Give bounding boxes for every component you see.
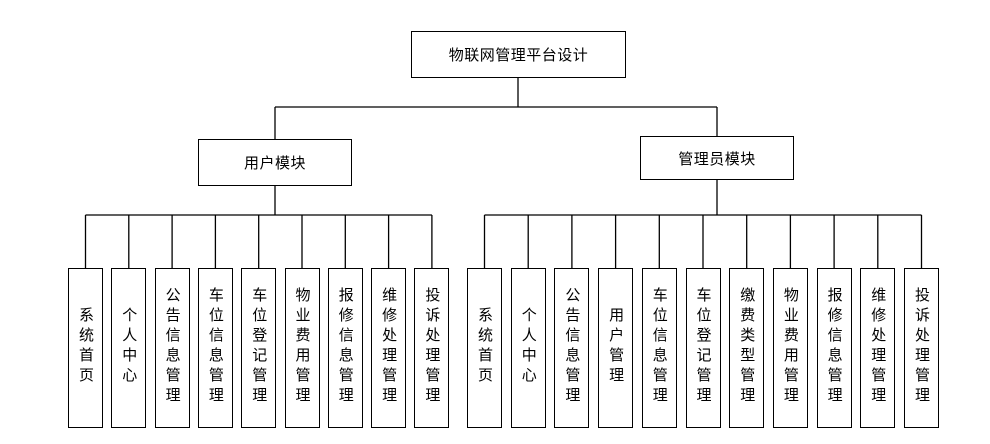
item-label: 用户管理 — [607, 307, 626, 387]
item-label: 投诉处理管理 — [913, 287, 931, 407]
root-node: 物联网管理平台设计 — [411, 31, 626, 78]
user-module-node: 用户模块 — [198, 139, 352, 186]
admin-item-node: 公告信息管理 — [554, 268, 590, 428]
user-item-node: 车位信息管理 — [197, 268, 233, 428]
item-label: 车位信息管理 — [650, 287, 669, 407]
item-label: 车位登记管理 — [250, 287, 269, 407]
user-item-node: 系统首页 — [68, 268, 103, 428]
admin-item-node: 物业费用管理 — [772, 268, 808, 428]
admin-module-node: 管理员模块 — [640, 136, 794, 180]
item-label: 缴费类型管理 — [738, 287, 757, 407]
admin-item-node: 缴费类型管理 — [729, 268, 765, 428]
root-label: 物联网管理平台设计 — [448, 46, 589, 64]
admin-item-node: 报修信息管理 — [816, 268, 852, 428]
item-label: 维修处理管理 — [869, 287, 888, 407]
item-label: 车位信息管理 — [206, 287, 225, 407]
user-item-node: 个人中心 — [111, 268, 147, 428]
item-label: 公告信息管理 — [563, 287, 582, 407]
user-item-node: 公告信息管理 — [154, 268, 190, 428]
admin-item-node: 个人中心 — [510, 268, 546, 428]
user-module-label: 用户模块 — [243, 154, 306, 172]
item-label: 个人中心 — [120, 307, 139, 387]
item-label: 公告信息管理 — [163, 287, 182, 407]
item-label: 个人中心 — [519, 307, 538, 387]
admin-item-node: 用户管理 — [598, 268, 634, 428]
user-item-node: 投诉处理管理 — [414, 268, 450, 428]
admin-item-node: 系统首页 — [467, 268, 502, 428]
admin-module-label: 管理员模块 — [678, 149, 756, 168]
item-label: 物业费用管理 — [293, 287, 312, 407]
item-label: 系统首页 — [77, 307, 95, 387]
user-item-node: 报修信息管理 — [327, 268, 363, 428]
item-label: 报修信息管理 — [825, 287, 844, 407]
user-item-node: 物业费用管理 — [284, 268, 320, 428]
user-item-node: 维修处理管理 — [371, 268, 407, 428]
admin-item-node: 投诉处理管理 — [904, 268, 939, 428]
admin-item-node: 车位登记管理 — [685, 268, 721, 428]
user-item-node: 车位登记管理 — [241, 268, 277, 428]
item-label: 车位登记管理 — [694, 287, 713, 407]
item-label: 投诉处理管理 — [423, 287, 442, 407]
item-label: 维修处理管理 — [380, 287, 399, 407]
item-label: 物业费用管理 — [781, 287, 800, 407]
item-label: 报修信息管理 — [336, 287, 355, 407]
item-label: 系统首页 — [476, 307, 494, 387]
admin-item-node: 维修处理管理 — [860, 268, 896, 428]
admin-item-node: 车位信息管理 — [641, 268, 677, 428]
